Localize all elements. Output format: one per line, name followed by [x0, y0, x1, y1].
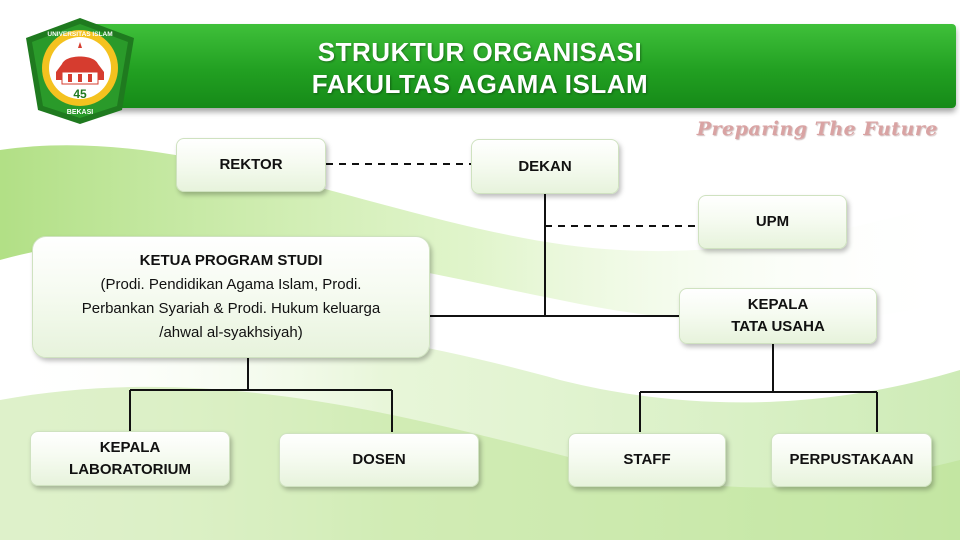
node-staff-label: STAFF — [623, 451, 671, 468]
node-upm-label: UPM — [755, 213, 790, 230]
node-kaprodi: KETUA PROGRAM STUDI (Prodi. Pendidikan A… — [32, 236, 430, 358]
node-dekan-label: DEKAN — [518, 157, 572, 175]
node-dekan: DEKAN — [471, 139, 619, 194]
node-rektor: REKTOR — [176, 138, 326, 192]
node-rektor-label: REKTOR — [219, 156, 283, 173]
logo-number: 45 — [73, 87, 87, 101]
node-kepala-tu-line1: KEPALA — [747, 296, 809, 313]
node-perpustakaan-label: PERPUSTAKAAN — [789, 451, 914, 468]
node-kaprodi-line3: /ahwal al-syakhsiyah) — [159, 324, 303, 341]
node-upm: UPM — [698, 195, 847, 249]
node-kepala-lab-line1: KEPALA — [99, 438, 161, 456]
node-kepala-lab: KEPALA LABORATORIUM — [30, 431, 230, 486]
node-kepala-lab-line2: LABORATORIUM — [69, 460, 191, 478]
title-line-2: FAKULTAS AGAMA ISLAM — [311, 69, 649, 99]
node-kaprodi-line1: (Prodi. Pendidikan Agama Islam, Prodi. — [100, 276, 362, 293]
node-kaprodi-title: KETUA PROGRAM STUDI — [139, 252, 323, 269]
university-logo: UNIVERSITAS ISLAM 45 BEKASI — [26, 18, 134, 124]
node-staff: STAFF — [568, 433, 726, 487]
node-kepala-tu: KEPALA TATA USAHA — [679, 288, 877, 344]
header-banner — [70, 24, 956, 108]
tagline: Preparing The Future — [696, 118, 938, 140]
logo-top-text: UNIVERSITAS ISLAM — [47, 31, 112, 38]
node-dosen-label: DOSEN — [352, 451, 406, 468]
title-line-1: STRUKTUR ORGANISASI — [317, 37, 643, 67]
node-dosen: DOSEN — [279, 433, 479, 487]
node-kaprodi-line2: Perbankan Syariah & Prodi. Hukum keluarg… — [81, 300, 381, 317]
node-perpustakaan: PERPUSTAKAAN — [771, 433, 932, 487]
page-title: STRUKTUR ORGANISASI FAKULTAS AGAMA ISLAM — [240, 36, 720, 100]
node-kepala-tu-line2: TATA USAHA — [731, 318, 825, 335]
logo-bottom-text: BEKASI — [67, 109, 94, 116]
